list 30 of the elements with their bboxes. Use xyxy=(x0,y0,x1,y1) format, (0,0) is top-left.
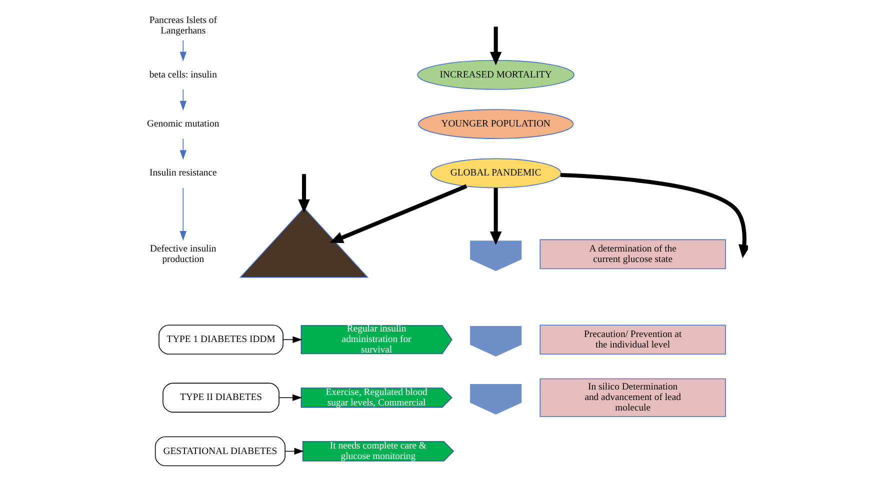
node-box: TYPE 1 DIABETES IDDM xyxy=(158,324,283,355)
node-text: Pancreas Islets of Langerhans xyxy=(148,15,216,36)
node-chevron xyxy=(468,240,522,272)
node-text: Insulin resistance xyxy=(148,168,216,179)
node-text: Genomic mutation xyxy=(146,118,219,130)
node-box: TYPE II DIABETES xyxy=(162,382,279,413)
arrow xyxy=(489,188,502,246)
node-text: Defective insulin production xyxy=(150,243,216,265)
node-triangle xyxy=(238,207,368,278)
arrow xyxy=(560,172,748,258)
arrow xyxy=(179,187,186,241)
arrow xyxy=(179,89,186,111)
node-box: GESTATIONAL DIABETES xyxy=(154,436,285,466)
arrow xyxy=(284,448,304,455)
node-text: beta cells: insulin xyxy=(148,69,216,80)
node-ellipse: YOUNGER POPULATION xyxy=(418,109,574,139)
node-chevron xyxy=(468,383,522,416)
node-box: A determination of the current glucose state xyxy=(539,239,726,270)
arrow xyxy=(298,174,310,213)
node-box: Precaution/ Prevention at the individual level xyxy=(539,324,726,355)
arrow xyxy=(329,184,467,244)
node-box: In silico Determination and advancement of lead molecule xyxy=(539,378,726,417)
arrow xyxy=(179,40,186,62)
node-ellipse: INCREASED MORTALITY xyxy=(416,60,574,90)
arrow xyxy=(282,336,302,344)
arrow xyxy=(179,138,186,160)
arrow xyxy=(278,394,302,402)
node-chevron xyxy=(468,325,522,358)
node-ellipse: GLOBAL PANDEMIC xyxy=(430,158,561,188)
arrow xyxy=(489,26,502,66)
